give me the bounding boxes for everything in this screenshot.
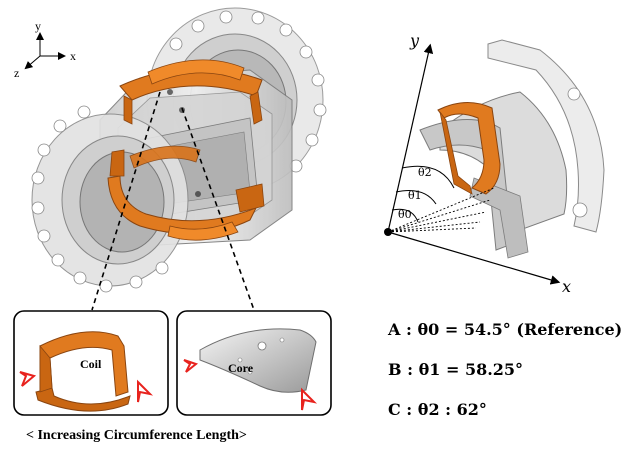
arc-theta1 [395, 190, 437, 205]
equation-a-symbol: θ0 [417, 320, 440, 339]
origin-point [384, 228, 392, 236]
coil-inset [13, 310, 169, 416]
plane-x-label: x [562, 277, 571, 296]
equation-a-name: A [388, 320, 401, 339]
equation-b-symbol: θ1 [418, 360, 441, 379]
equation-b: B : θ1 = 58.25° [388, 360, 524, 379]
equation-a-value: 54.5° [463, 320, 511, 339]
section-coil [437, 102, 501, 195]
equation-b-name: B [388, 360, 402, 379]
equation-c: C : θ2 : 62° [388, 400, 487, 419]
theta1-label: θ1 [408, 189, 422, 202]
axis-y-label: y [35, 19, 41, 33]
equation-b-value: 58.25° [464, 360, 524, 379]
coil-inset-shape [39, 331, 129, 397]
equation-a: A : θ0 = 54.5° (Reference) [388, 320, 623, 339]
core-arrow-right [301, 387, 318, 411]
arc-theta0 [391, 208, 419, 223]
figure-caption: < Increasing Circumference Length> [26, 428, 247, 443]
angle-diagram [384, 39, 605, 285]
theta0-label: θ0 [398, 208, 412, 221]
coil-bottom [107, 175, 258, 235]
core-inset-label: Core [228, 361, 254, 375]
core-inset-shape [199, 328, 317, 393]
coil-inset-label: Coil [80, 357, 102, 371]
core-arrow-left [183, 359, 199, 373]
plane-y-label: y [409, 31, 420, 50]
coil-arrow-left [19, 371, 37, 387]
axis-x-label: x [70, 49, 76, 63]
coil-arrow-right [137, 379, 154, 403]
x-axis-line [387, 231, 561, 285]
arc-theta2 [401, 165, 455, 189]
axis-triad [24, 32, 66, 70]
rear-bolt-holes [169, 10, 327, 173]
theta2-label: θ2 [418, 166, 432, 179]
front-bolt-holes [31, 105, 169, 293]
leader-coil [91, 91, 161, 311]
angle-rays [387, 187, 495, 233]
axis-z-label: z [14, 66, 19, 80]
equation-a-note: (Reference) [516, 320, 623, 339]
y-axis-line [387, 43, 434, 233]
equation-c-value: 62° [456, 400, 487, 419]
core-inset [176, 310, 332, 416]
actuator-assembly [31, 7, 327, 293]
equation-c-name: C [388, 400, 401, 419]
equation-c-symbol: θ2 [417, 400, 440, 419]
